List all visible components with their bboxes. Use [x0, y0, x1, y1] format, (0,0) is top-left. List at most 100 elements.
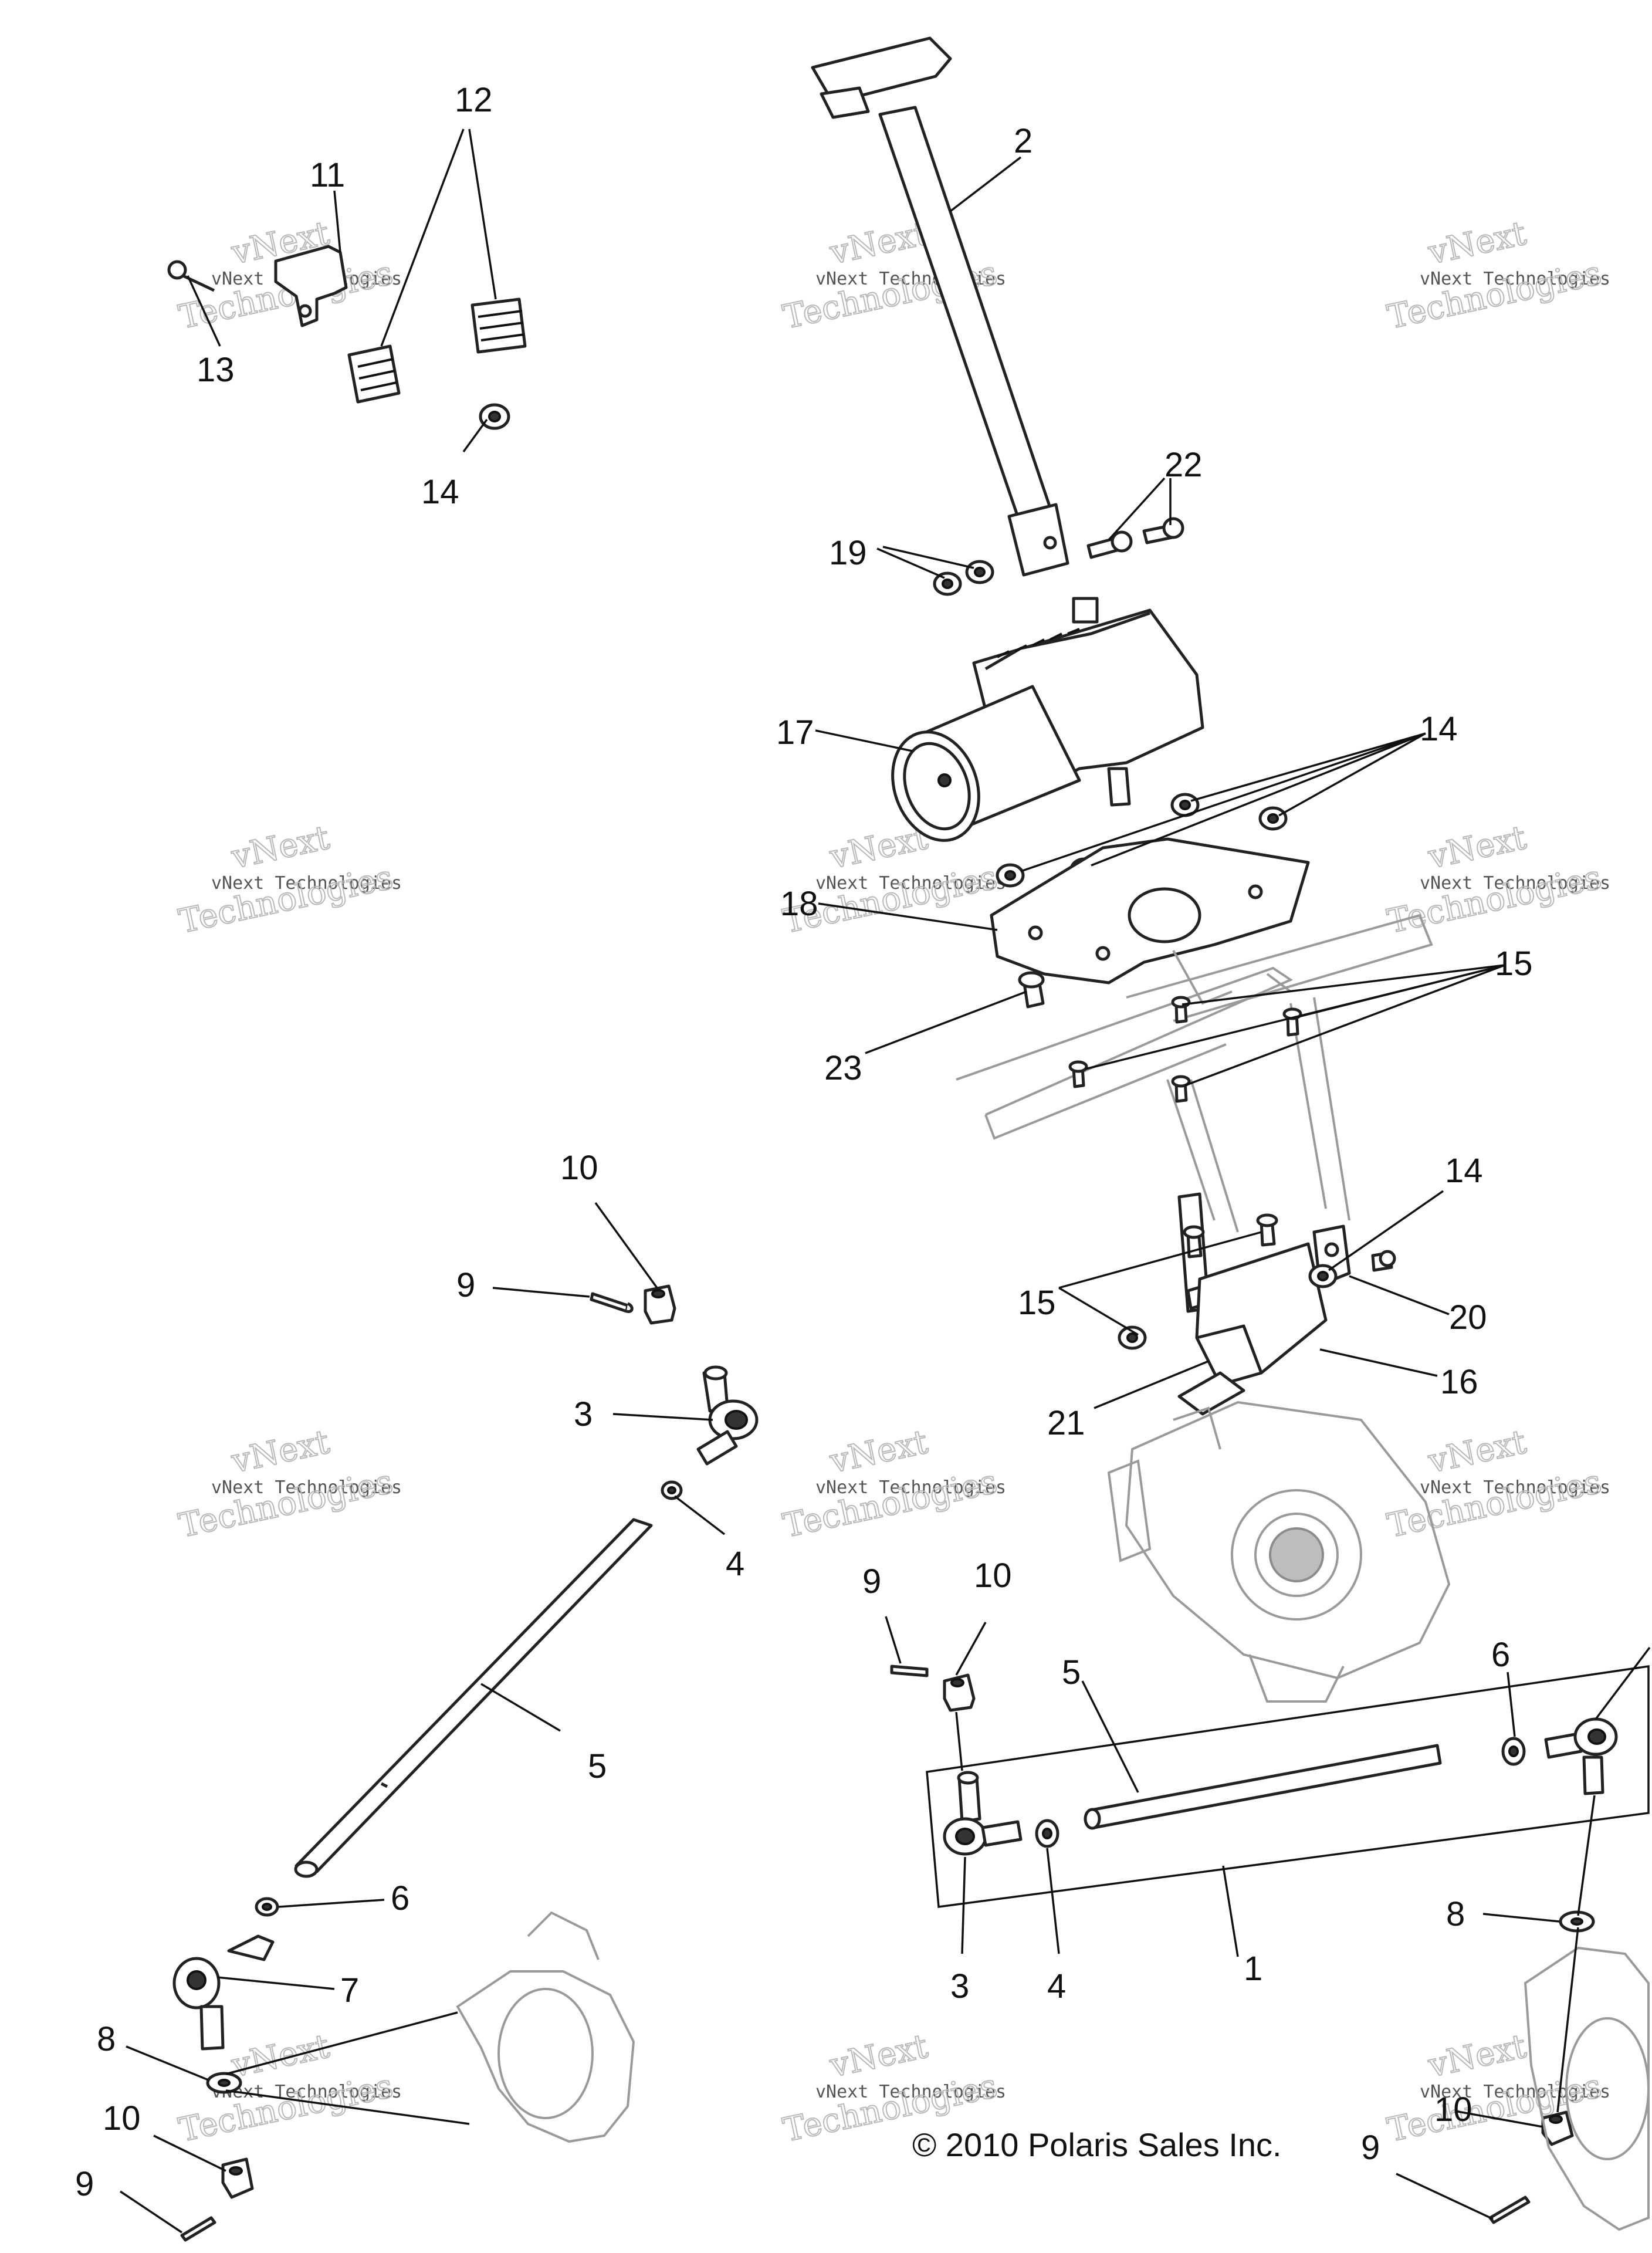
jam-nut-4-left — [661, 1480, 683, 1500]
svg-text:Technologies: Technologies — [1384, 1463, 1604, 1545]
callout-23: 23 — [824, 1049, 862, 1087]
frame-ghost — [956, 914, 1433, 1233]
cotter-pin-9-lower-right — [1488, 2196, 1531, 2224]
bolt-23 — [1018, 971, 1045, 1009]
callout-14: 14 — [421, 473, 459, 511]
callout-10-lower-right: 10 — [1434, 2090, 1472, 2129]
copyright-notice: © 2010 Polaris Sales Inc. — [912, 2126, 1282, 2163]
svg-text:vNext: vNext — [228, 818, 333, 877]
mount-plate-18 — [990, 837, 1310, 985]
castle-nut-10-upper — [644, 1284, 676, 1325]
callout-16: 16 — [1440, 1363, 1478, 1401]
bushing-12-right — [470, 297, 527, 354]
svg-text:vNext: vNext — [228, 1423, 333, 1481]
castle-nut-10-lower-right — [1541, 2110, 1574, 2146]
jam-nut-4-right — [1035, 1819, 1059, 1848]
bolts-15-frame — [1068, 996, 1302, 1103]
svg-text:vNext: vNext — [228, 2027, 333, 2085]
watermark-top-right: vNext vNext Technologies Technologies — [1383, 214, 1610, 337]
callout-14-motor: 14 — [1420, 710, 1458, 748]
callout-2: 2 — [1014, 122, 1032, 160]
cotter-pin-9-upper — [590, 1292, 634, 1313]
callout-6-right: 6 — [1491, 1636, 1510, 1674]
bolt-22-right — [1142, 517, 1184, 544]
svg-text:vNext Technologies: vNext Technologies — [211, 873, 402, 894]
svg-text:vNext: vNext — [1424, 818, 1529, 877]
callout-8-right: 8 — [1446, 1895, 1465, 1933]
box-assembly-1 — [926, 1665, 1650, 1908]
bolts-15-bracket — [1118, 1213, 1278, 1350]
callout-7: 7 — [340, 1971, 359, 2010]
spindle-ghost-left — [456, 1911, 635, 2143]
castle-nut-10-right — [943, 1673, 976, 1712]
svg-text:vNext: vNext — [826, 214, 931, 272]
tie-rod-5-right — [1084, 1744, 1442, 1830]
nut-19-right — [965, 560, 994, 584]
svg-text:Technologies: Technologies — [1384, 254, 1604, 337]
callout-3-right: 3 — [950, 1967, 969, 2005]
svg-text:vNext: vNext — [1424, 1423, 1529, 1481]
callout-9-lower-right: 9 — [1361, 2129, 1380, 2167]
callout-10-upper: 10 — [560, 1149, 598, 1187]
front-differential-ghost — [1107, 1400, 1451, 1703]
callout-4-left: 4 — [726, 1545, 744, 1583]
leader-lines — [120, 128, 1651, 2234]
svg-text:vNext Technologies: vNext Technologies — [815, 873, 1006, 894]
cotter-pin-9-lower-left — [180, 2216, 216, 2242]
callout-20: 20 — [1449, 1298, 1487, 1337]
spindle-ghost-right — [1524, 1946, 1650, 2231]
callout-11: 11 — [310, 156, 345, 194]
svg-text:vNext Technologies: vNext Technologies — [1420, 269, 1610, 289]
callout-18: 18 — [780, 885, 818, 923]
callout-9-right: 9 — [862, 1562, 881, 1601]
washer-8-right — [1559, 1910, 1595, 1933]
callout-5-right: 5 — [1062, 1653, 1081, 1692]
svg-text:vNext Technologies: vNext Technologies — [211, 1477, 402, 1498]
jam-nut-6-right — [1501, 1737, 1526, 1766]
svg-text:Technologies: Technologies — [1384, 858, 1604, 941]
nut-14-top-left — [479, 403, 510, 430]
callout-15-bracket: 15 — [1018, 1284, 1056, 1322]
bushing-12-left — [347, 344, 401, 404]
callout-1: 1 — [1244, 1950, 1262, 1988]
tie-rod-5-left — [294, 1518, 653, 1878]
callout-5-left: 5 — [588, 1747, 607, 1785]
callout-8-left: 8 — [97, 2020, 116, 2058]
callout-4-right: 4 — [1047, 1967, 1066, 2005]
callout-9-upper: 9 — [456, 1266, 475, 1304]
callout-19: 19 — [829, 534, 867, 572]
callout-12: 12 — [455, 81, 493, 119]
svg-text:vNext Technologies: vNext Technologies — [1420, 2082, 1610, 2102]
callout-10-right: 10 — [974, 1557, 1012, 1595]
watermark-bottom-right: vNext vNext Technologies Technologies — [1383, 2027, 1610, 2150]
watermark-mid-left: vNext vNext Technologies Technologies — [175, 818, 402, 942]
steering-column-2 — [811, 36, 1069, 577]
tie-rod-end-right-outer — [1544, 1717, 1618, 1795]
tie-rod-end-3-right — [943, 1771, 1023, 1856]
bracket-11 — [274, 245, 348, 327]
nut-19-left — [933, 571, 962, 596]
callout-labels: 12 11 13 14 2 22 19 17 14 18 15 23 10 9 … — [75, 81, 1533, 2203]
svg-text:vNext: vNext — [1424, 2027, 1529, 2085]
callout-14-bracket: 14 — [1445, 1152, 1483, 1190]
callout-13: 13 — [197, 351, 235, 389]
watermark-low-right: vNext vNext Technologies Technologies — [1383, 1422, 1610, 1546]
tie-rod-end-7 — [172, 1934, 275, 2051]
cotter-pin-9-right — [890, 1665, 929, 1677]
bolt-22-left — [1086, 530, 1133, 559]
svg-text:Technologies: Technologies — [780, 1463, 1000, 1545]
watermark-low-left: vNext vNext Technologies Technologies — [175, 1422, 402, 1546]
svg-text:vNext Technologies: vNext Technologies — [1420, 1477, 1610, 1498]
power-steering-unit-17 — [891, 597, 1204, 842]
watermark-mid-right: vNext vNext Technologies Technologies — [1383, 818, 1610, 942]
svg-text:Technologies: Technologies — [175, 858, 396, 941]
washer-8-left — [206, 2072, 242, 2094]
svg-text:vNext: vNext — [826, 2027, 931, 2085]
tie-rod-end-3-left — [696, 1365, 759, 1466]
bracket-16 — [1177, 1242, 1328, 1416]
svg-text:Technologies: Technologies — [175, 1463, 396, 1545]
callout-17: 17 — [776, 713, 814, 752]
svg-text:vNext: vNext — [1424, 214, 1529, 272]
svg-text:vNext: vNext — [826, 1423, 931, 1481]
nut-14-bracket — [1308, 1250, 1396, 1288]
